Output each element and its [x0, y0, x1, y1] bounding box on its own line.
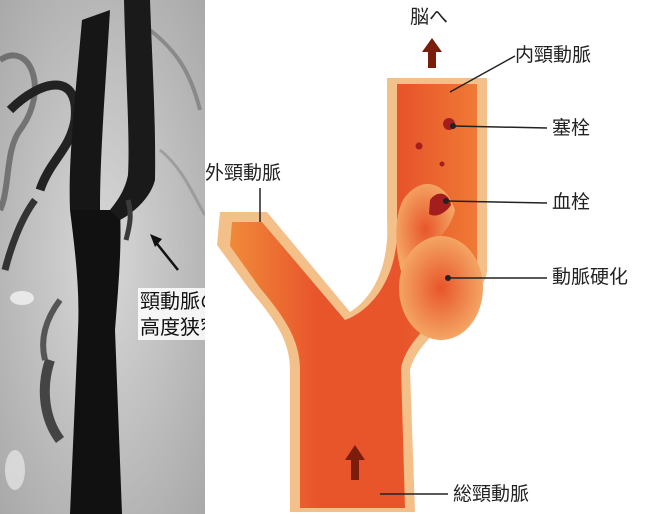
thrombus-label: 血栓 [552, 191, 590, 213]
embolus-mark-tiny [440, 162, 445, 167]
sclerosis-plaque [399, 236, 483, 340]
stenosis-label-line1: 頸動脈の [138, 288, 205, 314]
vessel-illustration [205, 0, 645, 514]
arrow-to-brain [422, 38, 442, 68]
embolus-mark-small [416, 143, 423, 150]
angiogram-image: 頸動脈の 高度狭窄 [0, 0, 205, 514]
internal-carotid-label: 内頸動脈 [515, 44, 591, 66]
carotid-diagram [205, 0, 645, 514]
angiogram-graphic [0, 0, 205, 514]
stenosis-label-line2: 高度狭窄 [138, 314, 205, 340]
arteriosclerosis-label: 動脈硬化 [552, 266, 628, 288]
common-carotid-label: 総頸動脈 [453, 483, 529, 505]
embolus-label: 塞栓 [552, 117, 590, 139]
external-carotid-label: 外頸動脈 [205, 162, 281, 184]
to-brain-label: 脳へ [410, 6, 448, 28]
